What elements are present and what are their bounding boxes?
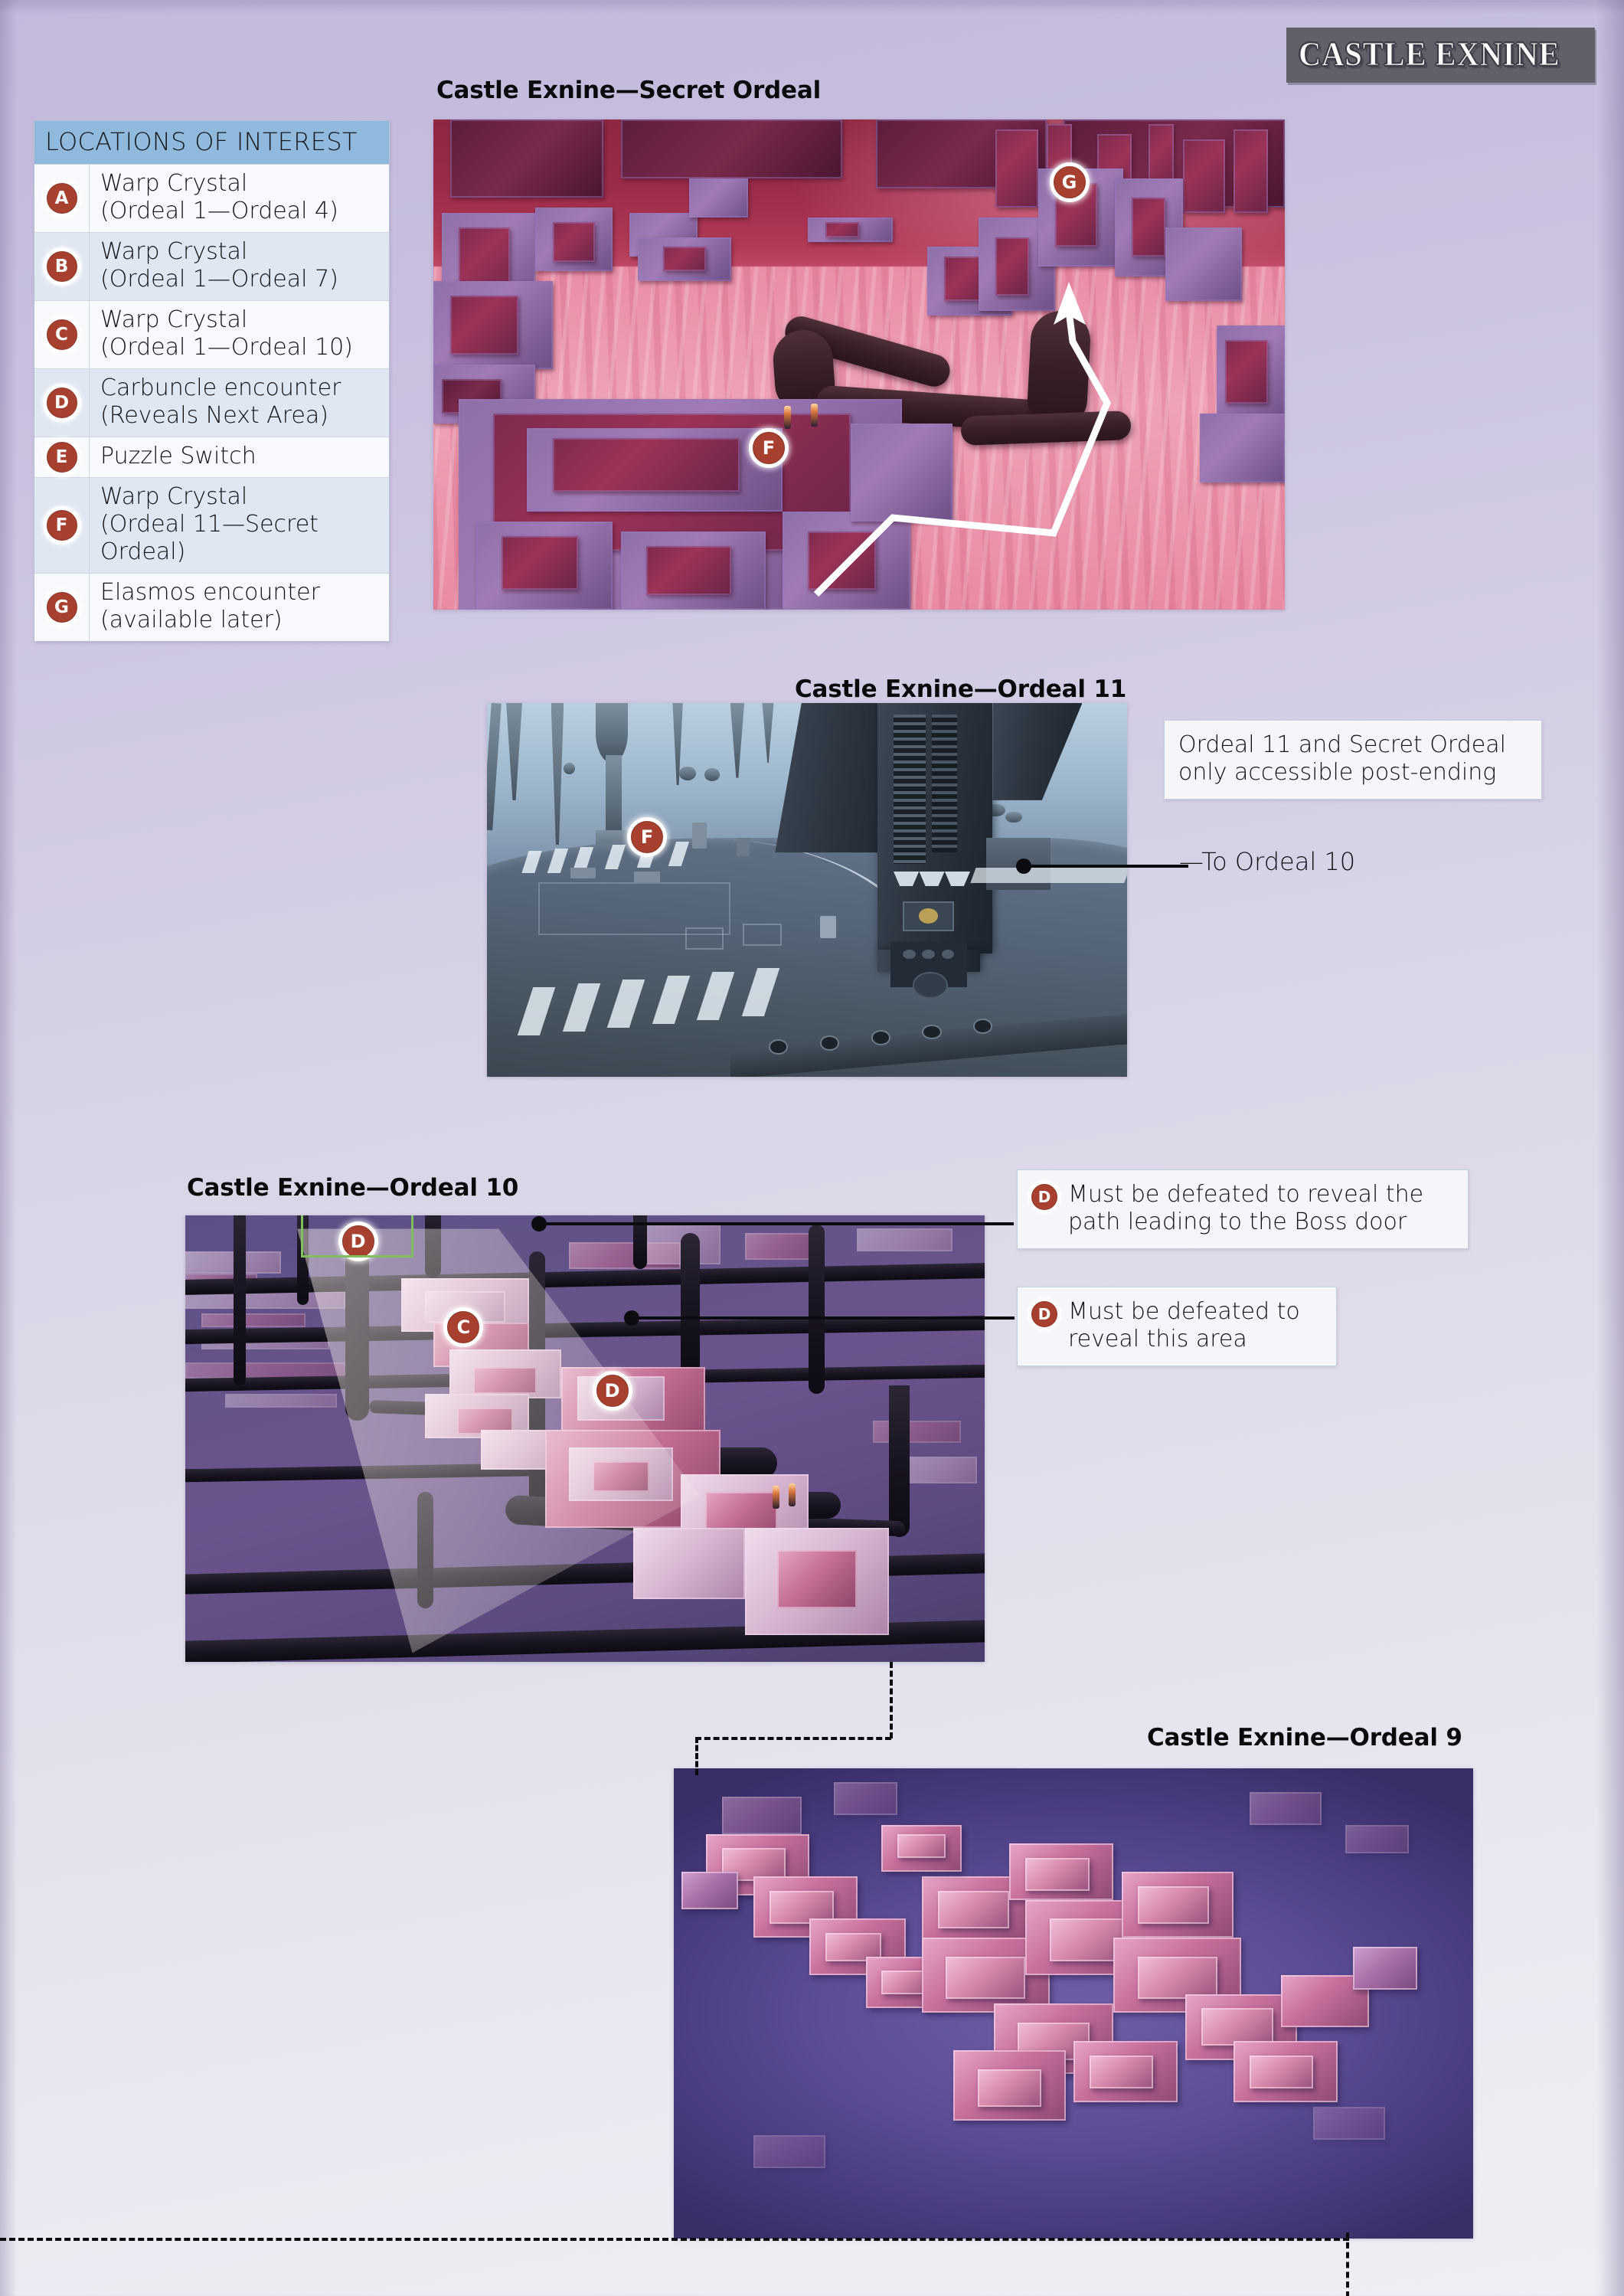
legend-badge-cell: G: [34, 574, 90, 641]
to-ordeal-10-label: —To Ordeal 10: [1179, 847, 1356, 876]
legend-label-f-line1: Warp Crystal: [100, 483, 248, 510]
legend-label-g: Elasmos encounter (available later): [90, 574, 389, 641]
legend-row-g: G Elasmos encounter (available later): [34, 573, 389, 641]
map-title-secret-ordeal: Castle Exnine—Secret Ordeal: [436, 77, 821, 104]
leader-line-to-ordeal-10: [1024, 865, 1188, 868]
map-image-ordeal-10: D C D: [185, 1215, 985, 1662]
legend-label-e-line1: Puzzle Switch: [100, 443, 257, 469]
map-marker-g: G: [1053, 166, 1086, 199]
leader-line-boss-path: [539, 1222, 1014, 1225]
legend-row-a: A Warp Crystal (Ordeal 1—Ordeal 4): [34, 164, 389, 232]
marker-badge-g: G: [46, 592, 77, 623]
dashed-connector-horizontal-bottom: [0, 2238, 1349, 2241]
note-boss-door-text: Must be defeated to reveal the path lead…: [1068, 1181, 1423, 1236]
map-title-ordeal-10: Castle Exnine—Ordeal 10: [187, 1174, 519, 1202]
exit-point-dot-ordeal-11: [1016, 859, 1031, 874]
map-image-ordeal-9: [674, 1768, 1473, 2239]
map-marker-d-mid: D: [596, 1374, 629, 1407]
map-image-ordeal-11: F: [487, 703, 1127, 1077]
legend-label-d: Carbuncle encounter (Reveals Next Area): [90, 369, 389, 437]
player-companion-marker: [810, 404, 818, 427]
legend-badge-cell: D: [34, 369, 90, 437]
dashed-connector-horizontal-1: [695, 1737, 891, 1740]
legend-header: LOCATIONS OF INTEREST: [34, 121, 389, 164]
legend-badge-cell: B: [34, 233, 90, 300]
map-image-secret-ordeal: G F: [433, 119, 1285, 610]
legend-label-g-line1: Elasmos encounter: [100, 579, 320, 606]
page-edge-left: [0, 0, 17, 2296]
note-marker-badge-d-1: D: [1031, 1184, 1057, 1210]
note-reveal-area-text: Must be defeated to reveal this area: [1068, 1298, 1300, 1353]
legend-label-c-line2: (Ordeal 1—Ordeal 10): [100, 334, 353, 361]
note-reveal-area-line2: reveal this area: [1068, 1326, 1247, 1352]
chapter-logo-text: CASTLE EXNINE: [1298, 35, 1560, 74]
legend-label-g-line2: (available later): [100, 607, 283, 633]
marker-badge-b: B: [46, 251, 77, 282]
legend-label-f-line2: (Ordeal 11—Secret Ordeal): [100, 511, 319, 565]
legend-label-d-line2: (Reveals Next Area): [100, 402, 328, 429]
legend-label-d-line1: Carbuncle encounter: [100, 374, 341, 401]
player-companion-marker-o10: [789, 1483, 796, 1506]
legend-badge-cell: E: [34, 437, 90, 477]
map-marker-f-ordeal11: F: [631, 820, 664, 853]
legend-label-e: Puzzle Switch: [90, 437, 389, 477]
legend-badge-cell: F: [34, 478, 90, 573]
marker-badge-d: D: [46, 388, 77, 418]
legend-label-b-line2: (Ordeal 1—Ordeal 7): [100, 266, 338, 293]
legend-label-b-line1: Warp Crystal: [100, 238, 248, 265]
marker-badge-e: E: [46, 442, 77, 473]
chapter-logo: CASTLE EXNINE: [1286, 28, 1595, 83]
legend-badge-cell: A: [34, 165, 90, 232]
note-post-ending-line1: Ordeal 11 and Secret Ordeal: [1178, 731, 1506, 758]
map-marker-f: F: [753, 432, 785, 465]
legend-label-c: Warp Crystal (Ordeal 1—Ordeal 10): [90, 301, 389, 368]
legend-label-f: Warp Crystal (Ordeal 11—Secret Ordeal): [90, 478, 389, 573]
highlight-box-boss-path: [301, 1215, 413, 1258]
marker-badge-a: A: [46, 183, 77, 214]
legend-label-a-line1: Warp Crystal: [100, 170, 248, 197]
note-post-ending-access: Ordeal 11 and Secret Ordeal only accessi…: [1164, 720, 1542, 800]
legend-row-e: E Puzzle Switch: [34, 437, 389, 477]
map-marker-c: C: [447, 1311, 480, 1344]
note-boss-door-line1: Must be defeated to reveal the: [1068, 1181, 1424, 1208]
dashed-connector-vertical-2: [695, 1737, 698, 1775]
marker-badge-c: C: [46, 319, 77, 350]
note-boss-door-path: D Must be defeated to reveal the path le…: [1017, 1169, 1469, 1249]
map-marker-d-top: D: [341, 1225, 374, 1258]
legend-badge-cell: C: [34, 301, 90, 368]
locations-of-interest-table: LOCATIONS OF INTEREST A Warp Crystal (Or…: [34, 120, 390, 642]
legend-label-b: Warp Crystal (Ordeal 1—Ordeal 7): [90, 233, 389, 300]
dashed-connector-vertical-3: [1346, 2232, 1349, 2296]
note-reveal-area-line1: Must be defeated to: [1068, 1298, 1300, 1325]
legend-label-a: Warp Crystal (Ordeal 1—Ordeal 4): [90, 165, 389, 232]
player-character-marker: [784, 406, 792, 430]
page-edge-top: [0, 0, 1624, 14]
legend-row-d: D Carbuncle encounter (Reveals Next Area…: [34, 368, 389, 437]
note-boss-door-line2: path leading to the Boss door: [1068, 1209, 1407, 1235]
note-post-ending-line2: only accessible post-ending: [1178, 759, 1497, 786]
page-edge-right: [1596, 0, 1624, 2296]
legend-row-f: F Warp Crystal (Ordeal 11—Secret Ordeal): [34, 477, 389, 573]
leader-line-reveal-area: [632, 1316, 1015, 1320]
note-marker-badge-d-2: D: [1031, 1301, 1057, 1327]
legend-row-c: C Warp Crystal (Ordeal 1—Ordeal 10): [34, 300, 389, 368]
legend-row-b: B Warp Crystal (Ordeal 1—Ordeal 7): [34, 232, 389, 300]
map-title-ordeal-9: Castle Exnine—Ordeal 9: [1147, 1724, 1462, 1751]
marker-badge-f: F: [46, 510, 77, 541]
map-title-ordeal-11: Castle Exnine—Ordeal 11: [795, 675, 1127, 703]
legend-label-c-line1: Warp Crystal: [100, 306, 248, 333]
legend-label-a-line2: (Ordeal 1—Ordeal 4): [100, 198, 338, 224]
dashed-connector-vertical-1: [890, 1662, 893, 1738]
note-reveal-area: D Must be defeated to reveal this area: [1017, 1287, 1337, 1366]
leader-dot-reveal-area: [624, 1310, 639, 1326]
leader-dot-boss-path: [531, 1216, 547, 1231]
player-character-marker-o10: [773, 1485, 780, 1509]
